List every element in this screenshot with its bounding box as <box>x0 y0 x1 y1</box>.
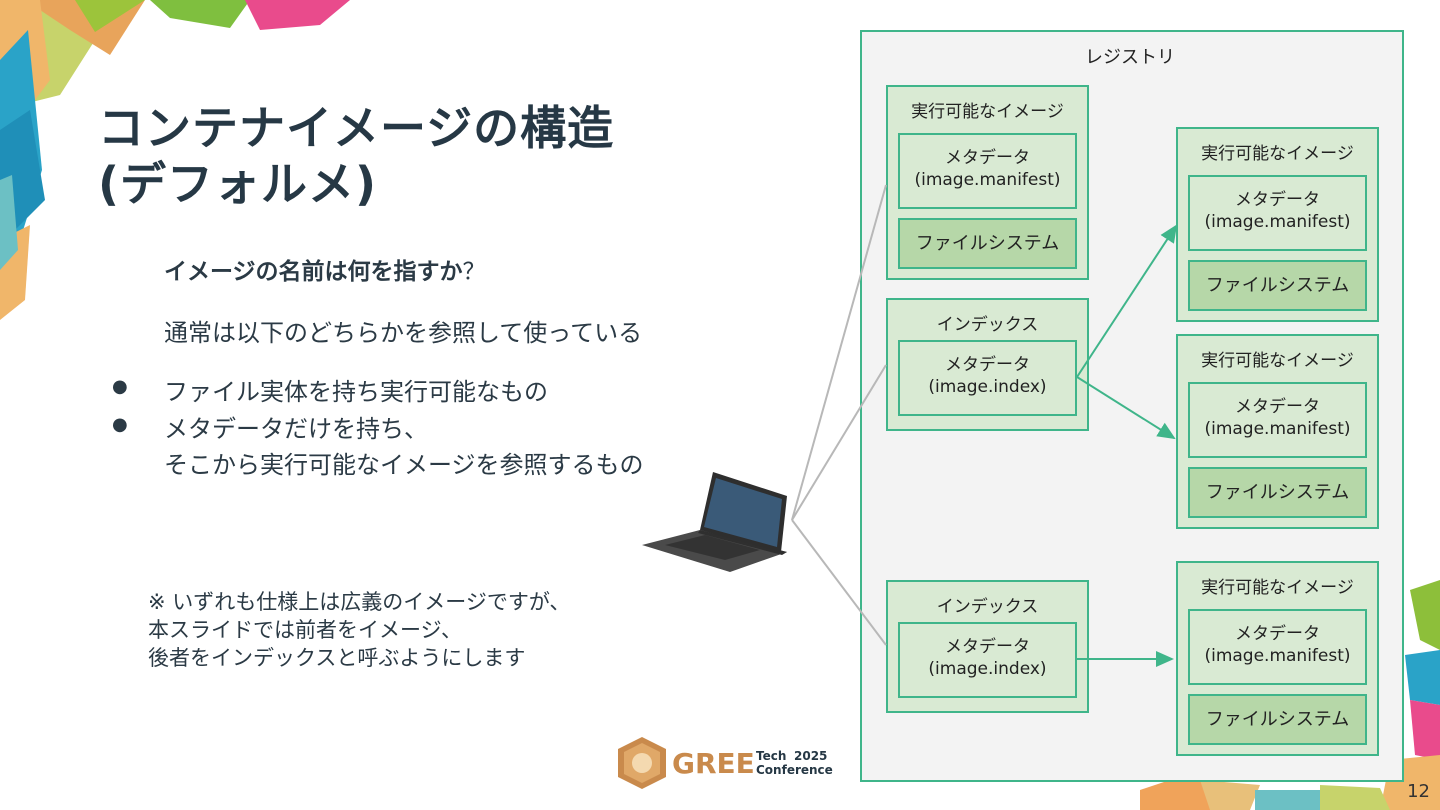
gree-tech-conference-logo: GREE Tech 2025 Conference <box>614 735 834 791</box>
logo-brand: GREE <box>672 747 755 780</box>
intro-text: 通常は以下のどちらかを参照して使っている <box>164 313 642 348</box>
page-number: 12 <box>1407 781 1430 802</box>
logo-sub1: Tech <box>756 749 786 763</box>
image-box-label: 実行可能なイメージ <box>888 97 1087 122</box>
bullet-2-line-2: そこから実行可能なイメージを参照するもの <box>164 445 644 480</box>
metadata-box: メタデータ (image.manifest) <box>1188 175 1367 251</box>
index-metadata-box: メタデータ (image.index) <box>898 340 1077 416</box>
logo-year: 2025 <box>794 749 827 763</box>
question-text: イメージの名前は何を指すか？ <box>164 252 486 286</box>
image-box-left: 実行可能なイメージ メタデータ (image.manifest) ファイルシステ… <box>886 85 1089 280</box>
metadata-label: メタデータ <box>1190 396 1365 418</box>
bullet-2-line-1: メタデータだけを持ち、 <box>164 409 428 444</box>
manifest-filename: (image.manifest) <box>1190 645 1365 667</box>
index-box-2: インデックス メタデータ (image.index) <box>886 580 1089 713</box>
index-box-label: インデックス <box>888 592 1087 617</box>
gree-logo-icon: GREE Tech 2025 Conference <box>614 735 834 791</box>
metadata-label: メタデータ <box>900 147 1075 169</box>
filesystem-box: ファイルシステム <box>1188 467 1367 518</box>
filesystem-box: ファイルシステム <box>898 218 1077 269</box>
note-line-3: 後者をインデックスと呼ぶようにします <box>148 644 570 672</box>
manifest-filename: (image.manifest) <box>900 169 1075 191</box>
manifest-filename: (image.manifest) <box>1190 211 1365 233</box>
bullet-mark-1: ● <box>112 376 128 397</box>
logo-sub2: Conference <box>756 763 833 777</box>
index-filename: (image.index) <box>900 376 1075 398</box>
title-line-2: (デフォルメ) <box>98 156 614 212</box>
filesystem-box: ファイルシステム <box>1188 260 1367 311</box>
image-box-right-1: 実行可能なイメージ メタデータ (image.manifest) ファイルシステ… <box>1176 127 1379 322</box>
filesystem-box: ファイルシステム <box>1188 694 1367 745</box>
image-box-label: 実行可能なイメージ <box>1178 346 1377 371</box>
question-mark: ？ <box>463 259 486 285</box>
index-box-1: インデックス メタデータ (image.index) <box>886 298 1089 431</box>
index-metadata-box: メタデータ (image.index) <box>898 622 1077 698</box>
bullet-mark-2: ● <box>112 414 128 435</box>
image-box-label: 実行可能なイメージ <box>1178 573 1377 598</box>
metadata-box: メタデータ (image.manifest) <box>1188 382 1367 458</box>
slide-title: コンテナイメージの構造 (デフォルメ) <box>98 100 614 212</box>
note-line-1: ※ いずれも仕様上は広義のイメージですが、 <box>148 588 570 616</box>
image-box-label: 実行可能なイメージ <box>1178 139 1377 164</box>
manifest-filename: (image.manifest) <box>1190 418 1365 440</box>
registry-label: レジストリ <box>1060 43 1200 69</box>
image-box-right-3: 実行可能なイメージ メタデータ (image.manifest) ファイルシステ… <box>1176 561 1379 756</box>
bullet-1-line-1: ファイル実体を持ち実行可能なもの <box>164 372 548 407</box>
metadata-box: メタデータ (image.manifest) <box>1188 609 1367 685</box>
title-line-1: コンテナイメージの構造 <box>98 100 614 156</box>
footnote: ※ いずれも仕様上は広義のイメージですが、 本スライドでは前者をイメージ、 後者… <box>148 588 570 672</box>
metadata-box: メタデータ (image.manifest) <box>898 133 1077 209</box>
metadata-label: メタデータ <box>1190 189 1365 211</box>
index-filename: (image.index) <box>900 658 1075 680</box>
question-bold: イメージの名前は何を指すか <box>164 259 463 285</box>
metadata-label: メタデータ <box>1190 623 1365 645</box>
note-line-2: 本スライドでは前者をイメージ、 <box>148 616 570 644</box>
image-box-right-2: 実行可能なイメージ メタデータ (image.manifest) ファイルシステ… <box>1176 334 1379 529</box>
index-box-label: インデックス <box>888 310 1087 335</box>
metadata-label: メタデータ <box>900 636 1075 658</box>
metadata-label: メタデータ <box>900 354 1075 376</box>
